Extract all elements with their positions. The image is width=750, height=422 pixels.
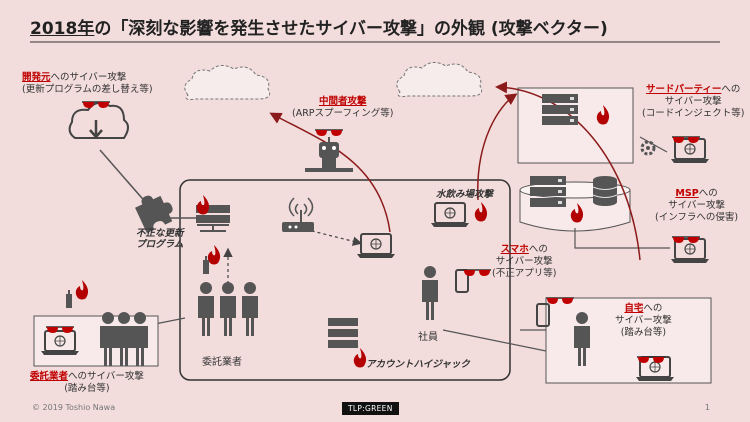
router-icon <box>282 197 314 232</box>
update-server-icon <box>196 205 230 232</box>
label-contractor: 委託業者へのサイバー攻撃 (踏み台等) <box>30 371 144 394</box>
title-year: 2018年 <box>30 19 95 39</box>
label-employee: 社員 <box>418 332 438 343</box>
usb-icon-external <box>66 290 72 308</box>
copyright: © 2019 Toshio Nawa <box>32 403 116 412</box>
hijack-server-icon <box>328 318 358 348</box>
gear-icon <box>640 140 656 156</box>
label-watering-hole: 水飲み場攻撃 <box>436 189 494 200</box>
usb-icon <box>203 256 209 274</box>
label-smartphone: スマホへの サイバー攻撃 (不正アプリ等) <box>492 244 557 279</box>
smartphone-icon <box>455 269 469 293</box>
page-number: 1 <box>704 403 710 412</box>
label-msp: MSPへの サイバー攻撃 (インフラへの侵害) <box>655 188 739 223</box>
robot-icon <box>305 137 353 172</box>
label-developer: 開発元へのサイバー攻撃 (更新プログラムの差し替え等) <box>22 72 153 95</box>
label-account-hijack: アカウントハイジャック <box>366 359 470 370</box>
label-home: 自宅への サイバー攻撃 (踏み台等) <box>615 303 672 338</box>
database-icon <box>592 176 618 206</box>
title-rest: の「深刻な影響を発生させたサイバー攻撃」の外観 (攻撃ベクター) <box>94 19 608 39</box>
label-contractor-group: 委託業者 <box>202 357 242 368</box>
page-title: 2018年の「深刻な影響を発生させたサイバー攻撃」の外観 (攻撃ベクター) <box>30 14 608 39</box>
label-third-party: サードパーティーへの サイバー攻撃 (コードインジェクト等) <box>642 84 745 119</box>
label-fake-update: 不正な更新プログラム <box>136 228 184 251</box>
puzzle-icon <box>135 195 173 234</box>
tlp-badge: TLP:GREEN <box>342 402 399 415</box>
home-smartphone-icon <box>536 303 550 327</box>
cloud-download-icon <box>68 101 129 139</box>
label-mitm: 中間者攻撃 (ARPスプーフィング等) <box>292 96 394 119</box>
